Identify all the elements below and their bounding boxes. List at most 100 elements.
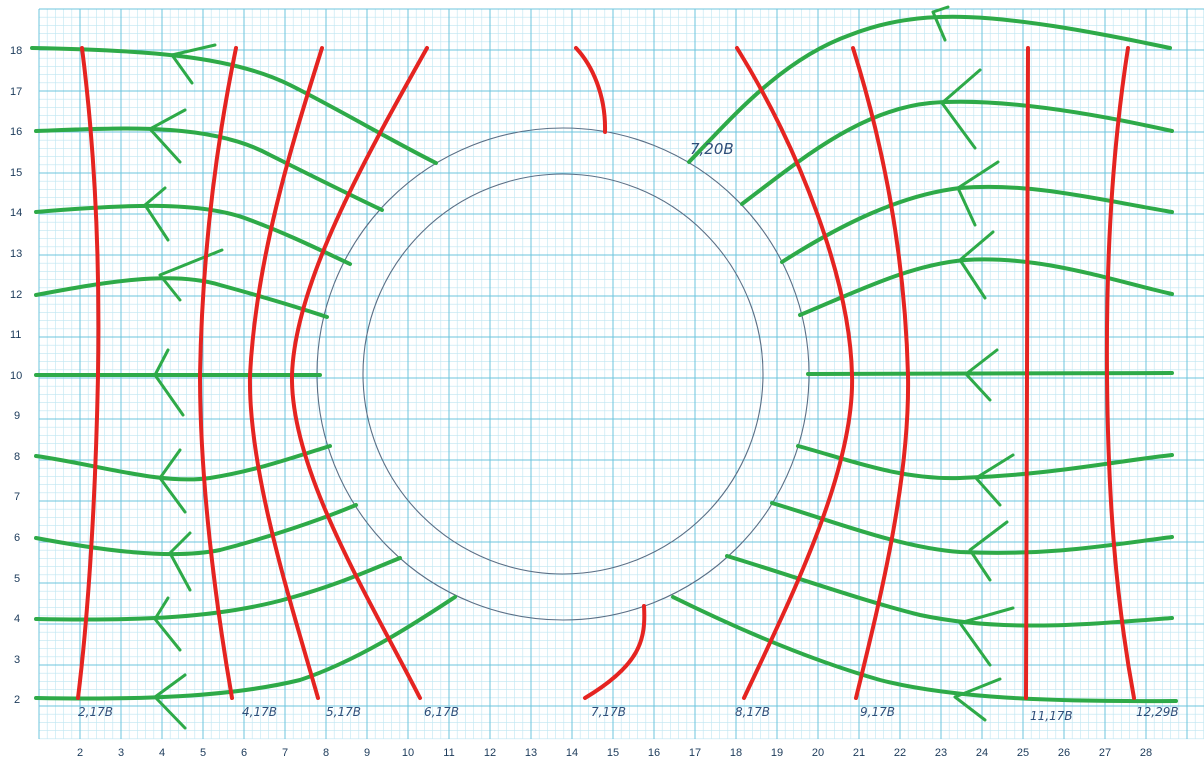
potential-label: 4,17B xyxy=(242,705,277,719)
y-tick: 17 xyxy=(10,86,22,98)
x-tick: 7 xyxy=(282,747,288,759)
x-tick: 9 xyxy=(364,747,370,759)
equipotential-line xyxy=(197,46,238,700)
y-tick: 11 xyxy=(10,329,21,341)
potential-label-top: 7,20B xyxy=(690,140,734,158)
arrow-icon xyxy=(931,5,950,42)
arrow-icon xyxy=(170,43,217,85)
equipotential-line xyxy=(247,46,324,700)
equipotential-line xyxy=(76,46,101,700)
conductor-rings xyxy=(316,127,810,621)
potential-label: 5,17B xyxy=(326,705,361,719)
arrow-icon xyxy=(148,108,187,164)
field-line xyxy=(806,371,1174,376)
x-tick: 3 xyxy=(118,747,124,759)
x-tick: 12 xyxy=(484,747,496,759)
field-line xyxy=(34,203,352,266)
arrow-icon xyxy=(143,186,170,242)
x-tick: 28 xyxy=(1140,747,1152,759)
x-tick: 6 xyxy=(241,747,247,759)
x-tick: 4 xyxy=(159,747,165,759)
equipotential-lines xyxy=(76,46,1136,700)
potential-label: 11,17B xyxy=(1030,709,1073,723)
y-tick: 3 xyxy=(14,654,20,666)
y-axis-ticks: 2 3 4 5 6 7 8 9 10 11 12 13 14 15 16 17 … xyxy=(10,45,22,706)
outer-ring xyxy=(316,127,810,621)
arrow-icon xyxy=(958,230,995,300)
field-line xyxy=(671,595,1178,704)
equipotential-line xyxy=(1104,46,1136,700)
y-tick: 18 xyxy=(10,45,22,57)
y-tick: 16 xyxy=(10,126,22,138)
field-line xyxy=(30,46,438,165)
y-tick: 12 xyxy=(10,289,22,301)
x-tick: 18 xyxy=(730,747,742,759)
arrow-icon xyxy=(968,520,1009,582)
x-tick: 19 xyxy=(771,747,783,759)
equipotential-line xyxy=(289,46,429,700)
field-arrows xyxy=(143,5,1015,730)
potential-label: 2,17B xyxy=(78,705,113,719)
x-tick: 14 xyxy=(566,747,578,759)
arrow-icon xyxy=(974,453,1015,507)
potential-label: 7,17B xyxy=(591,705,626,719)
x-tick: 17 xyxy=(689,747,701,759)
y-tick: 5 xyxy=(14,573,20,585)
arrow-icon xyxy=(940,68,982,150)
equipotential-line xyxy=(574,46,608,134)
x-tick: 11 xyxy=(443,747,454,759)
field-line xyxy=(34,503,358,557)
x-tick: 22 xyxy=(894,747,906,759)
arrow-icon xyxy=(958,606,1015,667)
arrow-icon xyxy=(158,448,187,514)
field-line xyxy=(34,595,457,701)
arrow-icon xyxy=(153,348,185,417)
y-tick: 15 xyxy=(10,167,22,179)
equipotential-line xyxy=(851,46,911,700)
x-tick: 23 xyxy=(935,747,947,759)
potential-label: 6,17B xyxy=(424,705,459,719)
arrow-icon xyxy=(956,160,1000,227)
y-tick: 14 xyxy=(10,207,22,219)
equipotential-line xyxy=(735,46,855,700)
equipotential-line xyxy=(583,604,647,700)
x-tick: 20 xyxy=(812,747,824,759)
field-line xyxy=(687,14,1172,164)
potential-label: 8,17B xyxy=(735,705,770,719)
arrow-icon xyxy=(158,248,224,302)
y-tick: 2 xyxy=(14,694,20,706)
x-tick: 27 xyxy=(1099,747,1111,759)
x-tick: 15 xyxy=(607,747,619,759)
y-tick: 8 xyxy=(14,451,20,463)
inner-ring xyxy=(362,173,764,575)
x-axis-ticks: 2 3 4 5 6 7 8 9 10 11 12 13 14 15 16 17 … xyxy=(77,747,1152,759)
x-tick: 5 xyxy=(200,747,206,759)
field-line xyxy=(34,126,384,212)
field-line xyxy=(34,556,402,622)
arrow-icon xyxy=(153,596,182,652)
y-tick: 4 xyxy=(14,613,20,625)
field-line xyxy=(34,276,329,319)
y-tick: 10 xyxy=(10,370,22,382)
y-tick: 9 xyxy=(14,410,20,422)
x-tick: 25 xyxy=(1017,747,1029,759)
potential-label: 12,29B xyxy=(1136,705,1179,719)
x-tick: 2 xyxy=(77,747,83,759)
arrow-icon xyxy=(953,677,1002,722)
potential-labels: 2,17B 4,17B 5,17B 6,17B 7,17B 8,17B 9,17… xyxy=(78,140,1179,723)
arrow-icon xyxy=(964,348,999,402)
field-line xyxy=(798,257,1174,317)
potential-label: 9,17B xyxy=(860,705,895,719)
y-tick: 6 xyxy=(14,532,20,544)
x-tick: 10 xyxy=(402,747,414,759)
y-tick: 7 xyxy=(14,491,20,503)
x-tick: 26 xyxy=(1058,747,1070,759)
field-line xyxy=(725,554,1174,628)
equipotential-line xyxy=(1024,46,1030,700)
x-tick: 13 xyxy=(525,747,537,759)
field-line xyxy=(34,444,332,482)
arrow-icon xyxy=(153,673,187,730)
x-tick: 24 xyxy=(976,747,988,759)
